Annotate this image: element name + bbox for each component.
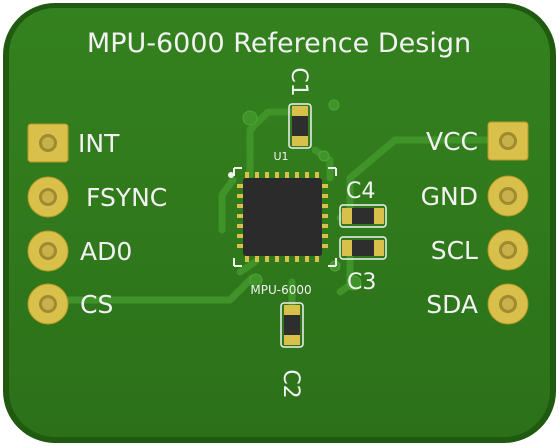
pin-label-cs: CS [80,290,113,319]
pin-label-fsync: FSYNC [86,183,167,212]
pin-label-vcc: VCC [426,127,478,156]
ic-name-label: MPU-6000 [250,283,311,297]
pin-label-scl: SCL [431,236,478,265]
c1-label: C1 [286,67,311,96]
pin-label-int: INT [78,129,120,158]
pin-label-sda: SDA [426,290,478,319]
pin-label-ad0: AD0 [80,237,132,266]
ic-body [243,178,322,256]
c2-label: C2 [278,369,303,398]
board-title: MPU-6000 Reference Design [87,28,471,59]
capacitor-c4: C4 [339,179,387,228]
c4-label: C4 [346,179,375,204]
capacitor-c3: C3 [339,236,387,295]
ic-u1: U1 MPU-6000 [228,150,337,297]
left-pin-header: INT FSYNC AD0 CS [27,123,167,325]
ic-ref-label: U1 [273,150,288,163]
right-pin-header: VCC GND SCL SDA [421,121,529,325]
c3-label: C3 [347,270,376,295]
capacitor-c2: C2 [278,302,304,399]
pin-label-gnd: GND [421,182,478,211]
capacitor-c1: C1 [286,67,312,149]
